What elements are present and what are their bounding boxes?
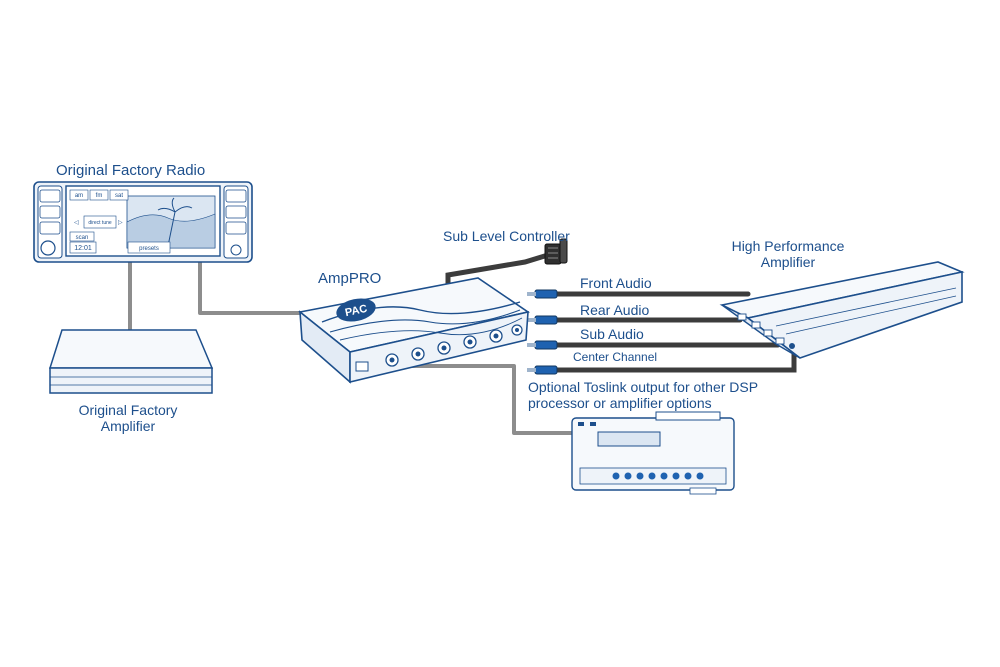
radio-btn-scan: [69, 231, 95, 242]
radio-btn-direct-tune-label: direct tune: [88, 220, 112, 226]
radio-prev-arrow-icon: ◁: [74, 220, 79, 226]
radio-right-key-3: [225, 221, 247, 235]
radio-btn-scan-label: scan: [76, 235, 89, 241]
sub-level-controller: [544, 238, 568, 265]
radio-btn-fm: [89, 189, 109, 201]
amppro-toslink-port: [355, 361, 369, 372]
factory-amp-front: [49, 367, 213, 394]
radio-btn-sat-label: sat: [115, 193, 123, 199]
center-channel-label: Center Channel: [573, 350, 657, 364]
front-audio-label: Front Audio: [580, 275, 652, 291]
radio-btn-presets-label: presets: [139, 246, 159, 252]
radio-btn-fm-label: fm: [96, 193, 103, 199]
sub-level-label: Sub Level Controller: [443, 228, 570, 244]
factory-radio: am fm sat ◁ direct tune ▷ scan 12:01 pre…: [33, 181, 253, 263]
dsp-ports: [612, 472, 704, 480]
hp-amplifier: [719, 261, 965, 359]
radio-to-amppro-cable: [198, 262, 322, 315]
factory-amp-label-line1: Original Factory: [79, 402, 178, 418]
radio-tune-knob: [230, 244, 242, 256]
amppro-label: AmpPRO: [318, 270, 381, 287]
radio-left-key-2: [39, 205, 61, 219]
hp-amp-label-line1: High Performance: [732, 238, 845, 254]
radio-btn-direct-tune: [83, 215, 117, 229]
factory-amplifier: [48, 329, 214, 394]
radio-right-key-2: [225, 205, 247, 219]
radio-clock: 12:01: [74, 245, 92, 252]
hp-amp-label-line2: Amplifier: [761, 254, 816, 270]
sub-controller-body: [544, 243, 562, 265]
rca-plug-front: [527, 289, 558, 299]
radio-right-key-1: [225, 189, 247, 203]
rear-audio-label: Rear Audio: [580, 302, 649, 318]
factory-amp-label-line2: Amplifier: [101, 418, 156, 434]
radio-label: Original Factory Radio: [56, 162, 205, 179]
toslink-label-line1: Optional Toslink output for other DSP: [528, 379, 758, 395]
radio-volume-knob: [40, 240, 56, 256]
radio-left-key-3: [39, 221, 61, 235]
rca-plugs: [527, 289, 558, 375]
factory-amp-top: [48, 329, 214, 369]
pac-logo: [336, 298, 376, 322]
radio-btn-presets: [127, 241, 171, 254]
pac-logo-text: PAC: [344, 303, 368, 319]
radio-btn-am-label: am: [75, 193, 83, 199]
radio-next-arrow-icon: ▷: [118, 220, 123, 226]
radio-btn-sat: [109, 189, 129, 201]
radio-btn-am: [69, 189, 89, 201]
amppro-ports: [355, 324, 523, 372]
hp-amp-terminals: [737, 313, 795, 349]
sub-audio-label: Sub Audio: [580, 326, 644, 342]
radio-left-key-1: [39, 189, 61, 203]
rca-plug-sub: [527, 340, 558, 350]
dsp-processor: [571, 411, 735, 495]
center-channel-cable: [552, 347, 797, 373]
toslink-label-line2: processor or amplifier options: [528, 395, 712, 411]
rca-plug-rear: [527, 315, 558, 325]
rca-plug-center: [527, 365, 558, 375]
dsp-display: [597, 431, 661, 447]
amppro-device: PAC: [298, 277, 530, 384]
toslink-cable: [412, 364, 573, 435]
